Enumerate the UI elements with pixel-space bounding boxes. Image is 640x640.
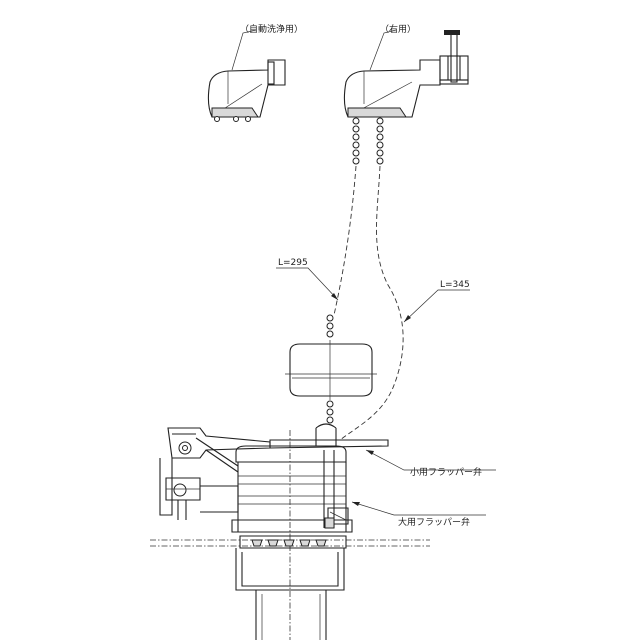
tank-bottom xyxy=(150,535,430,549)
length-right-callout: L=345 xyxy=(403,280,470,323)
right-use-handle xyxy=(343,29,469,118)
valve-body xyxy=(231,423,389,533)
drain-pipe xyxy=(235,548,345,640)
length-right-label: L=345 xyxy=(440,280,470,290)
chain-beads-left xyxy=(352,117,360,165)
chain-beads-right xyxy=(376,117,384,165)
chain-l295 xyxy=(333,165,357,316)
small-flapper-label: 小用フラッパー弁 xyxy=(410,466,482,478)
length-left-callout: L=295 xyxy=(276,258,339,301)
chain-l345 xyxy=(339,165,404,441)
large-flapper-label: 大用フラッパー弁 xyxy=(398,516,470,528)
right-use-label: （右用） xyxy=(380,23,416,35)
float-ball xyxy=(285,314,377,424)
length-left-label: L=295 xyxy=(278,258,308,268)
auto-flush-label: （自動洗浄用） xyxy=(240,23,303,35)
auto-flush-handle xyxy=(207,29,286,122)
small-flapper-callout: 小用フラッパー弁 xyxy=(365,449,496,478)
large-flapper-callout: 大用フラッパー弁 xyxy=(351,501,486,528)
overflow-assembly xyxy=(159,427,271,520)
